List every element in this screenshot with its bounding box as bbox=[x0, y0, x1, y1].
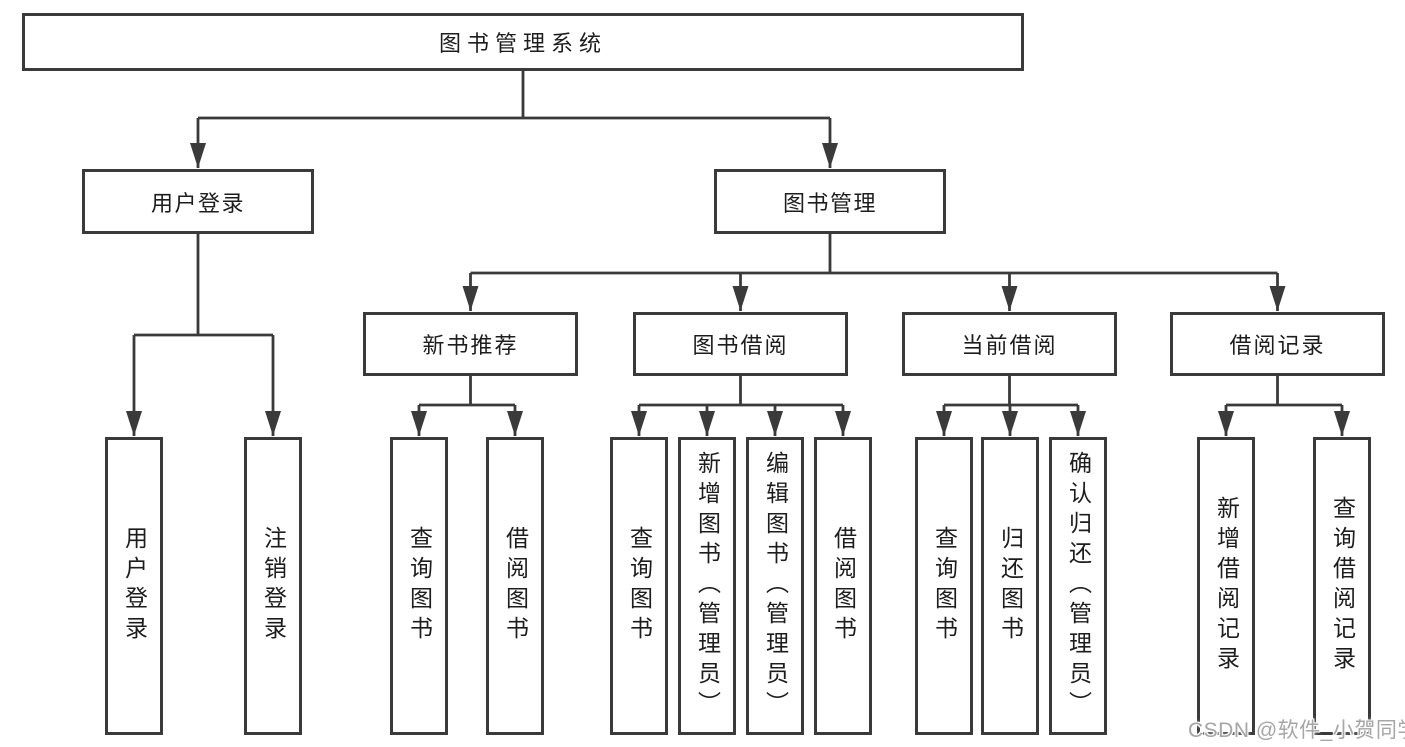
leaf-borrowing-add-books-admin: 新增图书（管理员） bbox=[678, 437, 736, 735]
node-user-login-label: 用户登录 bbox=[150, 190, 245, 216]
node-library-system: 图书管理系统 bbox=[22, 13, 1024, 71]
leaf-current-confirm-return-admin: 确认归还（管理员） bbox=[1049, 437, 1107, 735]
csdn-watermark: CSDN @软件_小贺同学 bbox=[1188, 719, 1405, 742]
leaf-borrowing-query-books: 查询图书 bbox=[610, 437, 668, 735]
leaf-records-query-record-label: 查询借阅记录 bbox=[1329, 496, 1356, 676]
node-borrowing-records-label: 借阅记录 bbox=[1229, 333, 1326, 358]
node-book-borrowing-label: 图书借阅 bbox=[692, 333, 789, 358]
leaf-current-query-books: 查询图书 bbox=[915, 437, 973, 735]
leaf-borrowing-edit-books-admin-label: 编辑图书（管理员） bbox=[762, 451, 789, 721]
leaf-user-login: 用户登录 bbox=[105, 437, 163, 735]
leaf-borrowing-query-books-label: 查询图书 bbox=[626, 526, 653, 646]
leaf-borrowing-borrow-books: 借阅图书 bbox=[814, 437, 872, 735]
leaf-current-return-books-label: 归还图书 bbox=[997, 526, 1024, 646]
node-new-book-recommendation-label: 新书推荐 bbox=[422, 333, 519, 358]
node-book-management: 图书管理 bbox=[714, 169, 946, 234]
leaf-records-add-record-label: 新增借阅记录 bbox=[1213, 496, 1240, 676]
node-current-borrowing-label: 当前借阅 bbox=[961, 333, 1058, 358]
leaf-borrowing-edit-books-admin: 编辑图书（管理员） bbox=[746, 437, 804, 735]
leaf-records-add-record: 新增借阅记录 bbox=[1197, 437, 1255, 735]
leaf-newbooks-query-books-label: 查询图书 bbox=[406, 526, 433, 646]
leaf-borrowing-borrow-books-label: 借阅图书 bbox=[830, 526, 857, 646]
leaf-borrowing-add-books-admin-label: 新增图书（管理员） bbox=[694, 451, 721, 721]
leaf-user-login-label: 用户登录 bbox=[121, 526, 148, 646]
node-current-borrowing: 当前借阅 bbox=[902, 312, 1117, 376]
leaf-current-return-books: 归还图书 bbox=[981, 437, 1039, 735]
leaf-records-query-record: 查询借阅记录 bbox=[1313, 437, 1371, 735]
node-library-system-label: 图书管理系统 bbox=[438, 31, 607, 56]
leaf-current-confirm-return-admin-label: 确认归还（管理员） bbox=[1065, 451, 1092, 721]
leaf-newbooks-borrow-books: 借阅图书 bbox=[486, 437, 544, 735]
leaf-newbooks-query-books: 查询图书 bbox=[390, 437, 448, 735]
leaf-current-query-books-label: 查询图书 bbox=[931, 526, 958, 646]
leaf-logout-label: 注销登录 bbox=[260, 526, 287, 646]
leaf-newbooks-borrow-books-label: 借阅图书 bbox=[502, 526, 529, 646]
node-book-management-label: 图书管理 bbox=[782, 190, 877, 216]
leaf-logout: 注销登录 bbox=[244, 437, 302, 735]
node-user-login: 用户登录 bbox=[82, 169, 314, 234]
node-book-borrowing: 图书借阅 bbox=[633, 312, 848, 376]
node-borrowing-records: 借阅记录 bbox=[1170, 312, 1385, 376]
node-new-book-recommendation: 新书推荐 bbox=[363, 312, 578, 376]
